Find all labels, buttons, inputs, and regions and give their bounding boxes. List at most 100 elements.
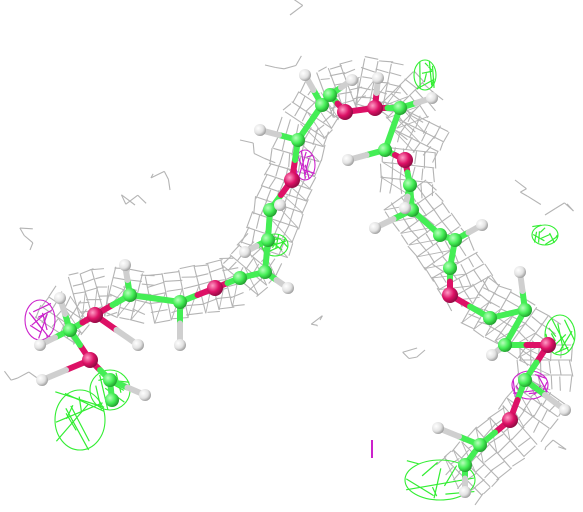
density-fragment — [167, 179, 171, 191]
carbon-atom — [63, 323, 77, 337]
density-fragment — [402, 351, 410, 359]
carbon-atom — [291, 133, 305, 147]
positive-density-blob — [550, 317, 570, 352]
density-fragment — [275, 66, 285, 70]
oxygen-atom — [442, 287, 458, 303]
carbon-atom — [173, 295, 187, 309]
density-fragment — [253, 152, 265, 159]
density-fragment — [558, 446, 567, 450]
hydrogen-atom — [119, 259, 131, 271]
density-fragment — [19, 227, 33, 230]
negative-density-blob — [300, 151, 306, 179]
carbon-atom — [123, 288, 137, 302]
negative-density-blob — [306, 154, 313, 158]
density-fragment — [163, 171, 169, 180]
atom-spheres — [34, 69, 571, 498]
positive-density-blob — [55, 402, 103, 423]
density-fragment — [520, 191, 528, 197]
carbon-atom — [473, 438, 487, 452]
density-fragment — [310, 315, 323, 325]
oxygen-atom — [207, 280, 223, 296]
hydrogen-atom — [36, 374, 48, 386]
carbon-atom — [263, 203, 277, 217]
hydrogen-atom — [282, 282, 294, 294]
hydrogen-atom — [476, 219, 488, 231]
density-fragment — [121, 194, 136, 206]
positive-density-blob — [54, 389, 106, 451]
negative-density-blob — [38, 313, 48, 339]
carbon-atom — [403, 178, 417, 192]
negative-density-blob — [537, 375, 548, 393]
positive-density-blob — [544, 235, 559, 245]
positive-density-blob — [537, 231, 541, 243]
negative-density-blob — [29, 324, 42, 334]
positive-density-blob — [406, 460, 419, 465]
density-fragment — [416, 349, 426, 358]
negative-density-blob — [41, 312, 48, 331]
carbon-atom — [498, 338, 512, 352]
density-fragment — [125, 194, 139, 205]
hydrogen-atom — [372, 72, 384, 84]
density-fragment — [150, 173, 154, 179]
carbon-atom — [433, 228, 447, 242]
negative-density-blob — [534, 374, 547, 380]
density-fragment — [402, 347, 418, 353]
positive-density-blob — [428, 60, 433, 86]
negative-density-blob — [31, 313, 46, 326]
density-fragment — [120, 194, 127, 205]
hydrogen-atom — [346, 74, 358, 86]
negative-density-blob — [304, 158, 310, 176]
oxygen-atom — [82, 352, 98, 368]
hydrogen-atom — [432, 422, 444, 434]
positive-density-blob — [539, 227, 546, 233]
density-fragment — [19, 227, 25, 236]
positive-density-blob — [421, 461, 439, 477]
carbon-atom — [323, 88, 337, 102]
hydrogen-atom — [239, 246, 251, 258]
oxygen-atom — [540, 337, 556, 353]
carbon-atom — [378, 143, 392, 157]
hydrogen-atom — [34, 339, 46, 351]
positive-density-blob — [95, 385, 102, 410]
hydrogen-atom — [559, 404, 571, 416]
carbon-atom — [458, 458, 472, 472]
hydrogen-atom — [369, 222, 381, 234]
positive-density-blob — [431, 486, 438, 497]
positive-density-blob — [544, 314, 576, 356]
carbon-atom — [448, 233, 462, 247]
hydrogen-atom — [254, 124, 266, 136]
negative-density-blob — [37, 309, 52, 318]
positive-density-blob — [65, 408, 90, 451]
positive-density-blob — [443, 465, 458, 487]
positive-density-blob — [275, 234, 280, 249]
positive-density-blob — [558, 330, 573, 352]
positive-density-blob — [55, 403, 90, 442]
density-fragment — [289, 5, 304, 16]
negative-density-blob — [304, 164, 310, 179]
hydrogen-atom — [459, 486, 471, 498]
oxygen-atom — [502, 412, 518, 428]
positive-density-blob — [405, 478, 434, 497]
positive-density-blob — [65, 413, 77, 431]
density-fragment — [150, 170, 165, 179]
density-fragment — [295, 55, 302, 66]
density-fragment — [552, 439, 567, 450]
positive-density-blob — [548, 327, 557, 337]
carbon-atom — [483, 311, 497, 325]
hydrogen-atom — [426, 92, 438, 104]
positive-density-blob — [550, 333, 556, 342]
oxygen-atom — [284, 172, 300, 188]
hydrogen-atom — [299, 69, 311, 81]
positive-density-blob — [555, 346, 569, 354]
positive-density-blob — [563, 319, 576, 341]
density-fragment — [311, 323, 318, 326]
positive-density-blob — [404, 459, 476, 501]
positive-density-blob — [549, 232, 555, 244]
oxygen-atom — [367, 100, 383, 116]
positive-density-blob — [279, 237, 287, 249]
negative-density-blob — [298, 151, 307, 178]
density-fragment — [520, 188, 527, 193]
carbon-atom — [233, 271, 247, 285]
